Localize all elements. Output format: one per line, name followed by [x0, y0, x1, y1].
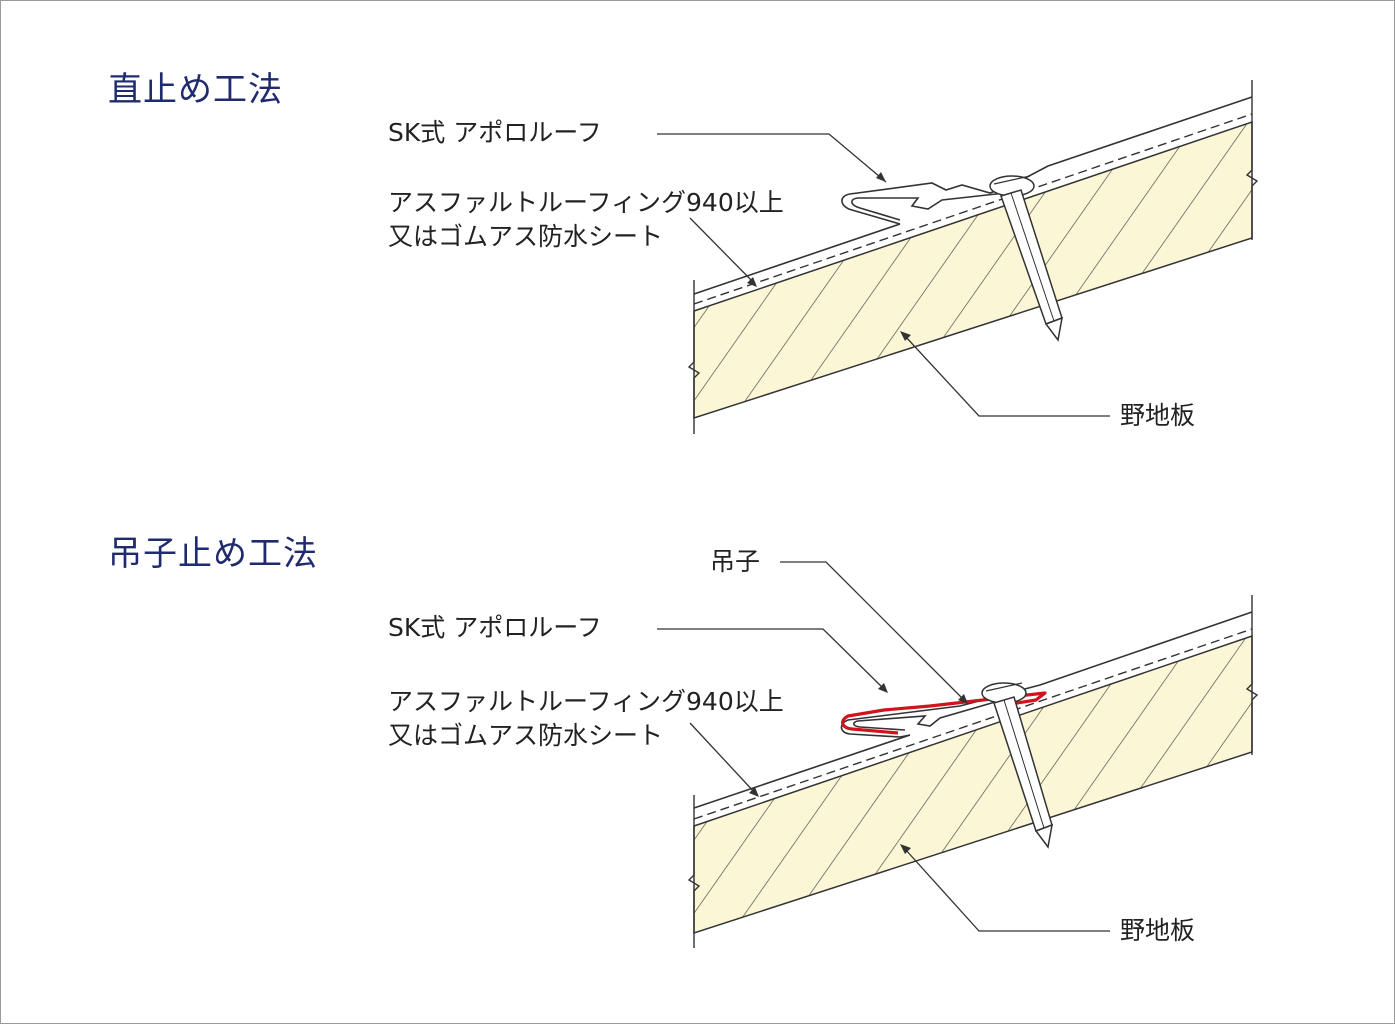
section1-roof-leader [657, 133, 887, 183]
section2-left-break [687, 795, 701, 948]
section2-seam-fold [840, 684, 1041, 738]
section1-roof-sheet-lower [693, 223, 901, 295]
section2-board-label: 野地板 [1120, 916, 1196, 945]
section2-clip-leader [780, 561, 966, 702]
section1-left-break [687, 280, 701, 434]
section2-board-leader [904, 848, 1110, 932]
section1-board-leader [904, 335, 1110, 417]
section1-board-label: 野地板 [1120, 401, 1196, 430]
section1-underlay-line [693, 113, 1253, 305]
section2-clip [841, 691, 1047, 735]
section1-roof-sheet-upper [1047, 96, 1253, 167]
section1-underlay-leader [689, 217, 756, 285]
section1-underlay-label-line2: 又はゴムアス防水シート [388, 222, 664, 251]
section2-drawing [657, 561, 1259, 948]
section2-underlay-label-line1: アスファルトルーフィング940以上 [388, 687, 784, 716]
section1-seam-fold [841, 165, 1049, 225]
section2-underlay-label-line2: 又はゴムアス防水シート [388, 721, 664, 750]
section2-screw [981, 682, 1053, 849]
section2-clip-label: 吊子 [710, 547, 761, 576]
section2-right-break [1245, 595, 1259, 755]
section1-title: 直止め工法 [108, 70, 283, 110]
section1-roof-label: SK式 アポロルーフ [388, 118, 602, 147]
section2-roof-sheet-upper [1039, 611, 1253, 686]
section2-underlay-leader [689, 722, 757, 795]
section1-underlay-label-line1: アスファルトルーフィング940以上 [388, 188, 784, 217]
section1-right-break [1245, 80, 1259, 240]
section2-roof-leader [657, 628, 886, 691]
section2-roof-label: SK式 アポロルーフ [388, 613, 602, 642]
section1-screw [989, 175, 1063, 342]
section1-drawing [657, 80, 1259, 434]
section1-roof-board [693, 120, 1253, 420]
section2-roof-sheet-lower [693, 734, 911, 809]
section2-title: 吊子止め工法 [108, 534, 318, 574]
section2-roof-board [693, 634, 1253, 935]
section2-underlay-line [693, 628, 1253, 820]
